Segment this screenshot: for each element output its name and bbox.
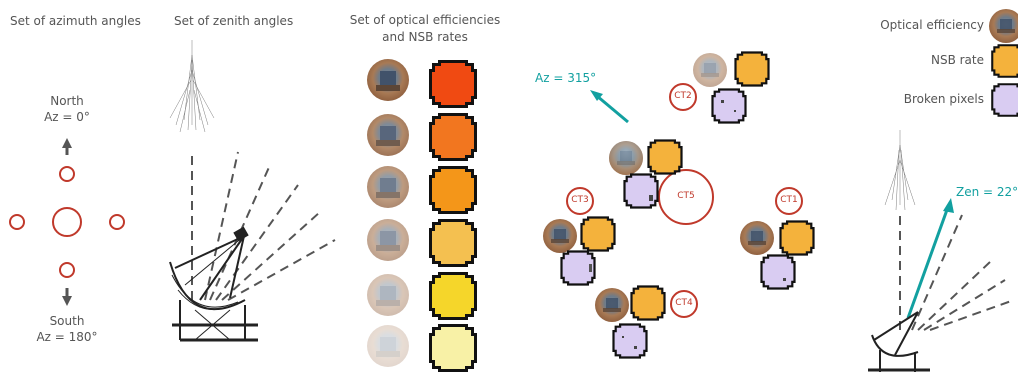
zenith-angle-lines: [899, 214, 1015, 331]
ct4-ring: [670, 290, 698, 318]
legend-nsb-camera: [991, 44, 1018, 78]
north-label-line1: North: [50, 94, 84, 108]
nsb-camera: [429, 272, 477, 320]
az-315-label: Az = 315°: [535, 71, 597, 85]
zen-22-label: Zen = 22°: [956, 185, 1018, 199]
legend-panel: [868, 9, 1018, 372]
efficiency-photo: [367, 59, 409, 101]
ct3-ring: [566, 187, 594, 215]
ct1-ring: [775, 187, 803, 215]
nsb-rate-column: [429, 60, 477, 372]
air-shower-icon: [884, 130, 916, 211]
efficiency-photo: [367, 325, 409, 367]
ct2-label: CT2: [674, 91, 692, 101]
efficiency-photo: [367, 114, 409, 156]
zenith-panel: [169, 40, 336, 342]
broken-pixel-camera: [711, 88, 747, 124]
ct1-group: [740, 187, 815, 290]
efficiency-photo: [367, 274, 409, 316]
ct4-group: [595, 285, 698, 359]
optical-title-line2: and NSB rates: [382, 30, 468, 44]
broken-pixel-camera: [623, 173, 659, 209]
south-arrow-icon: [62, 296, 72, 306]
south-label: South Az = 180°: [27, 313, 107, 345]
ct1-label: CT1: [780, 195, 798, 205]
telescope-icon: [169, 226, 258, 342]
ct5-ring: [658, 169, 714, 225]
ct2-ring: [669, 83, 697, 111]
efficiency-photo: [367, 219, 409, 261]
north-label-line2: Az = 0°: [44, 110, 90, 124]
az-315-arrow: [596, 94, 629, 124]
zen-22-arrow: [906, 206, 950, 319]
optical-title: Set of optical efficiencies and NSB rate…: [340, 12, 510, 46]
nsb-camera: [580, 216, 616, 252]
azimuth-center-ring: [52, 207, 82, 237]
azimuth-south-ring: [59, 262, 75, 278]
nsb-camera: [429, 60, 477, 108]
azimuth-west-ring: [9, 214, 25, 230]
zenith-angle-lines: [191, 151, 336, 301]
north-arrow-icon: [62, 138, 72, 148]
azimuth-east-ring: [109, 214, 125, 230]
south-label-line2: Az = 180°: [36, 330, 98, 344]
north-label: North Az = 0°: [27, 93, 107, 125]
azimuth-title: Set of azimuth angles: [10, 14, 141, 28]
air-shower-icon: [169, 40, 215, 133]
legend-nsb-rate: NSB rate: [930, 53, 984, 67]
efficiency-photo: [367, 166, 409, 208]
ct3-group: [543, 187, 616, 286]
nsb-camera: [647, 139, 683, 175]
ct3-label: CT3: [571, 195, 589, 205]
legend-broken-camera: [991, 83, 1018, 117]
legend-optical-efficiency: Optical efficiency: [880, 18, 984, 32]
broken-pixel-camera: [612, 323, 648, 359]
nsb-camera: [429, 113, 477, 161]
azimuth-north-ring: [59, 166, 75, 182]
nsb-camera: [429, 219, 477, 267]
nsb-camera: [779, 220, 815, 256]
ct2-group: [669, 51, 770, 124]
center-cameras: [609, 139, 683, 209]
nsb-camera: [429, 166, 477, 214]
telescope-icon: [868, 311, 930, 372]
nsb-camera: [630, 285, 666, 321]
nsb-camera: [734, 51, 770, 87]
azimuth-panel: [9, 138, 125, 306]
legend-broken-pixels: Broken pixels: [903, 92, 984, 106]
efficiency-photo-column: [367, 59, 409, 367]
ct4-label: CT4: [675, 298, 693, 308]
nsb-camera: [429, 324, 477, 372]
zenith-title: Set of zenith angles: [174, 14, 294, 28]
optical-nsb-panel: [367, 59, 477, 372]
optical-title-line1: Set of optical efficiencies: [349, 13, 501, 27]
ct5-label: CT5: [677, 191, 695, 201]
array-panel: [543, 51, 815, 359]
south-label-line1: South: [49, 314, 85, 328]
broken-pixel-camera: [760, 254, 796, 290]
